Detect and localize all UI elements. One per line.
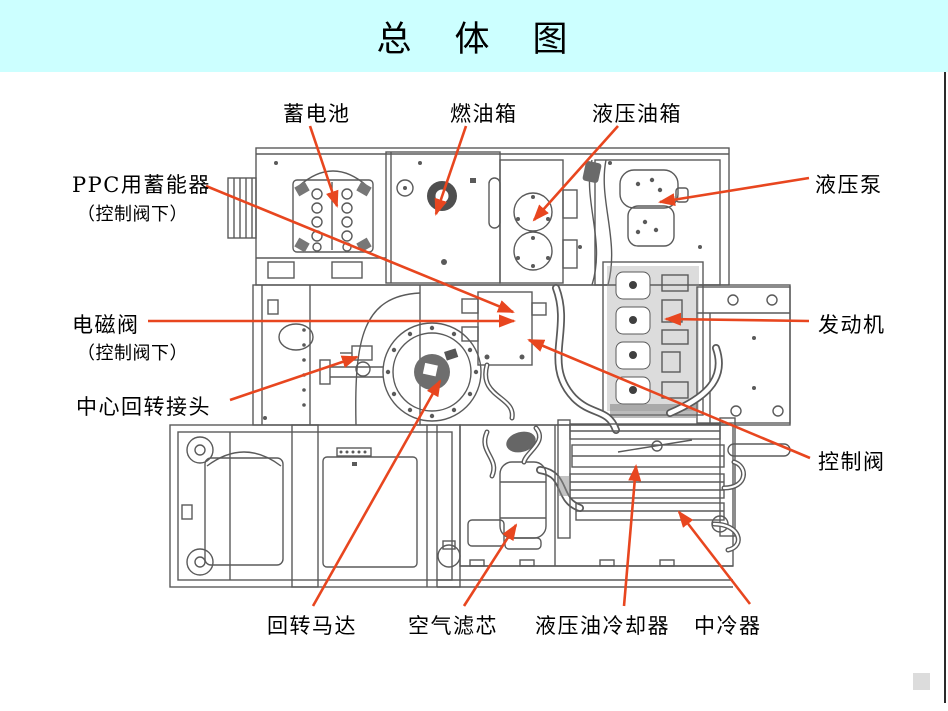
label-center-swivel-joint: 中心回转接头 bbox=[76, 395, 211, 419]
slide-header: 总 体 图 bbox=[0, 0, 948, 72]
label-hydraulic-pump: 液压泵 bbox=[815, 173, 883, 197]
label-ppc-accumulator-sub: （控制阀下） bbox=[77, 204, 188, 225]
label-hydraulic-oil-cooler: 液压油冷却器 bbox=[535, 614, 670, 638]
label-air-filter: 空气滤芯 bbox=[408, 614, 498, 638]
label-fuel-tank: 燃油箱 bbox=[450, 102, 518, 126]
fuel-tank-drawing bbox=[385, 151, 501, 284]
cooler-assembly-drawing bbox=[469, 417, 791, 567]
label-hydraulic-tank: 液压油箱 bbox=[592, 102, 682, 126]
hydraulic-pump-drawing bbox=[619, 169, 689, 247]
arrow-center-swivel-joint bbox=[229, 355, 359, 402]
label-solenoid-valve-sub: （控制阀下） bbox=[77, 343, 188, 364]
slide-title: 总 体 图 bbox=[376, 19, 572, 60]
engine-drawing bbox=[602, 261, 704, 418]
corner-decoration-square bbox=[913, 673, 930, 690]
arrow-intercooler bbox=[677, 510, 752, 605]
label-ppc-accumulator: PPC用蓄能器 bbox=[72, 173, 211, 197]
battery-drawing bbox=[292, 170, 374, 253]
label-solenoid-valve: 电磁阀 bbox=[72, 313, 140, 337]
center-swivel-drawing bbox=[340, 345, 373, 377]
arrow-hydraulic-oil-cooler bbox=[622, 464, 642, 607]
arrow-swing-motor bbox=[311, 379, 442, 607]
label-intercooler: 中冷器 bbox=[694, 614, 762, 638]
arrow-engine bbox=[664, 312, 810, 326]
label-battery: 蓄电池 bbox=[283, 102, 351, 126]
label-control-valve: 控制阀 bbox=[818, 450, 886, 474]
arrow-fuel-tank bbox=[434, 125, 468, 216]
arrow-air-filter bbox=[462, 523, 518, 607]
arrow-hydraulic-pump bbox=[658, 176, 810, 207]
machine-drawing bbox=[169, 147, 791, 588]
hydraulic-tank-drawing bbox=[499, 159, 578, 284]
arrow-battery bbox=[308, 125, 339, 208]
label-engine: 发动机 bbox=[818, 313, 886, 337]
air-filter-drawing bbox=[437, 425, 556, 568]
arrow-ppc-accumulator bbox=[205, 184, 515, 314]
swing-motor-drawing bbox=[319, 322, 482, 422]
arrow-hydraulic-tank bbox=[532, 125, 619, 222]
label-swing-motor: 回转马达 bbox=[267, 614, 357, 638]
arrow-control-valve bbox=[527, 338, 811, 460]
slide-right-edge bbox=[944, 72, 946, 703]
callout-arrows bbox=[148, 125, 811, 607]
control-valve-drawing bbox=[461, 291, 547, 421]
